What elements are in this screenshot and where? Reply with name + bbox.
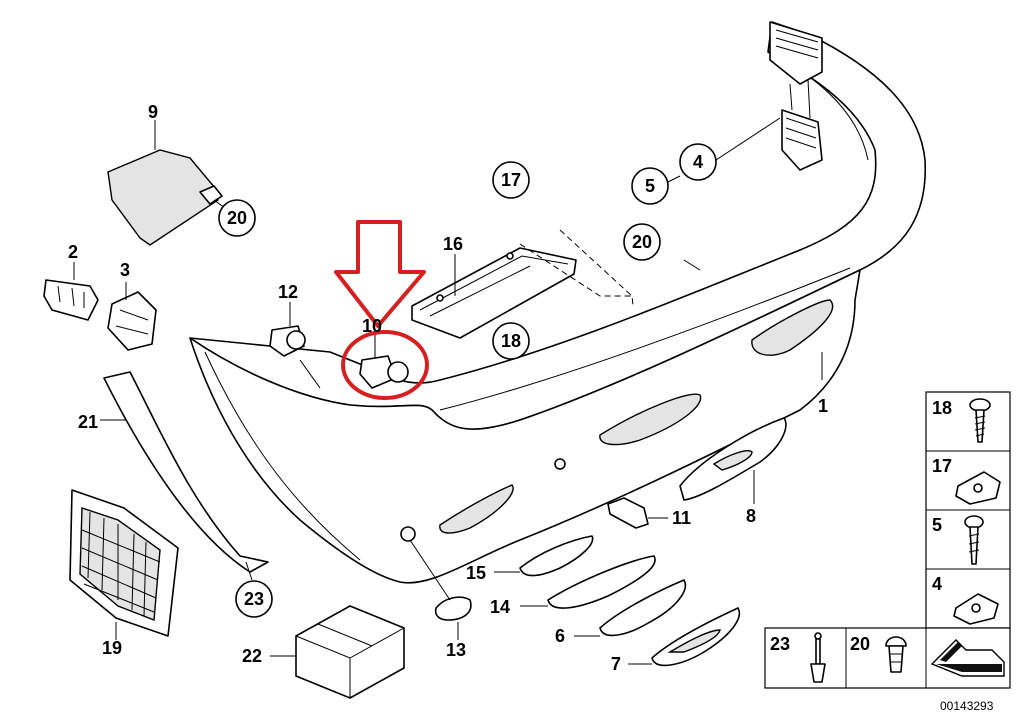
circled-callouts: 4 5 17 18 20 20 23	[218, 143, 717, 618]
part-2-clip	[43, 262, 99, 321]
callout-4: 4	[693, 152, 703, 172]
callout-3: 3	[120, 260, 130, 280]
callout-11: 11	[672, 508, 691, 528]
part-7-trim	[628, 607, 741, 667]
callout-7: 7	[611, 654, 621, 674]
clip-nut-icon	[955, 471, 1001, 505]
callout-8: 8	[746, 506, 756, 526]
callout-labels: 1 2 3 6 7 8 9 10 11 12 13 14 15 16 19 21…	[68, 102, 828, 674]
callout-16: 16	[443, 234, 463, 254]
callout-1: 1	[818, 396, 828, 416]
clip-nut-icon	[953, 593, 999, 625]
fastener-legend: 18 17 5 4 23	[764, 391, 1011, 713]
callout-18: 18	[501, 331, 521, 351]
part-14-strip	[520, 555, 656, 609]
callout-9: 9	[148, 102, 158, 122]
legend-23: 23	[770, 634, 790, 654]
expanding-rivet-icon	[885, 636, 907, 673]
callout-14: 14	[490, 597, 510, 617]
part-3-clip	[107, 282, 157, 351]
part-22-box	[270, 605, 405, 699]
screw-icon	[969, 398, 991, 443]
legend-17: 17	[932, 456, 952, 476]
part-8-trim	[679, 417, 787, 504]
callout-20-upper: 20	[227, 208, 247, 228]
callout-5: 5	[645, 176, 655, 196]
callout-6: 6	[555, 626, 565, 646]
part-11-clip	[607, 497, 668, 529]
callout-19: 19	[102, 638, 122, 658]
callout-17: 17	[501, 170, 521, 190]
bracket-rear	[769, 21, 823, 171]
callout-2: 2	[68, 242, 78, 262]
legend-4: 4	[932, 574, 942, 594]
rivet-icon	[810, 632, 826, 683]
highlight-circle	[341, 330, 429, 400]
bumper-cover	[189, 21, 927, 584]
callout-20-right: 20	[632, 232, 652, 252]
direction-arrow-icon	[930, 639, 1005, 677]
callout-15: 15	[466, 563, 486, 583]
part-16-panel	[411, 243, 632, 339]
callout-22: 22	[242, 646, 262, 666]
down-arrow-icon	[334, 220, 426, 328]
callout-12: 12	[278, 282, 298, 302]
part-12-sensor	[269, 302, 321, 389]
catalog-number: 00143293	[940, 699, 994, 713]
screw-icon	[964, 515, 984, 565]
callout-23: 23	[244, 589, 264, 609]
callout-10: 10	[362, 316, 382, 336]
part-19-grille	[69, 489, 179, 640]
part-6-trim	[574, 579, 687, 637]
part-13-cap	[409, 539, 472, 640]
legend-20: 20	[850, 634, 870, 654]
part-9-bracket	[107, 120, 223, 246]
legend-5: 5	[932, 515, 942, 535]
callout-21: 21	[78, 412, 98, 432]
highlight-markup	[334, 220, 429, 400]
callout-13: 13	[446, 640, 466, 660]
legend-18: 18	[932, 398, 952, 418]
part-21-trim	[100, 371, 269, 573]
part-10-sensor	[359, 334, 409, 389]
part-15-strip	[494, 535, 594, 577]
